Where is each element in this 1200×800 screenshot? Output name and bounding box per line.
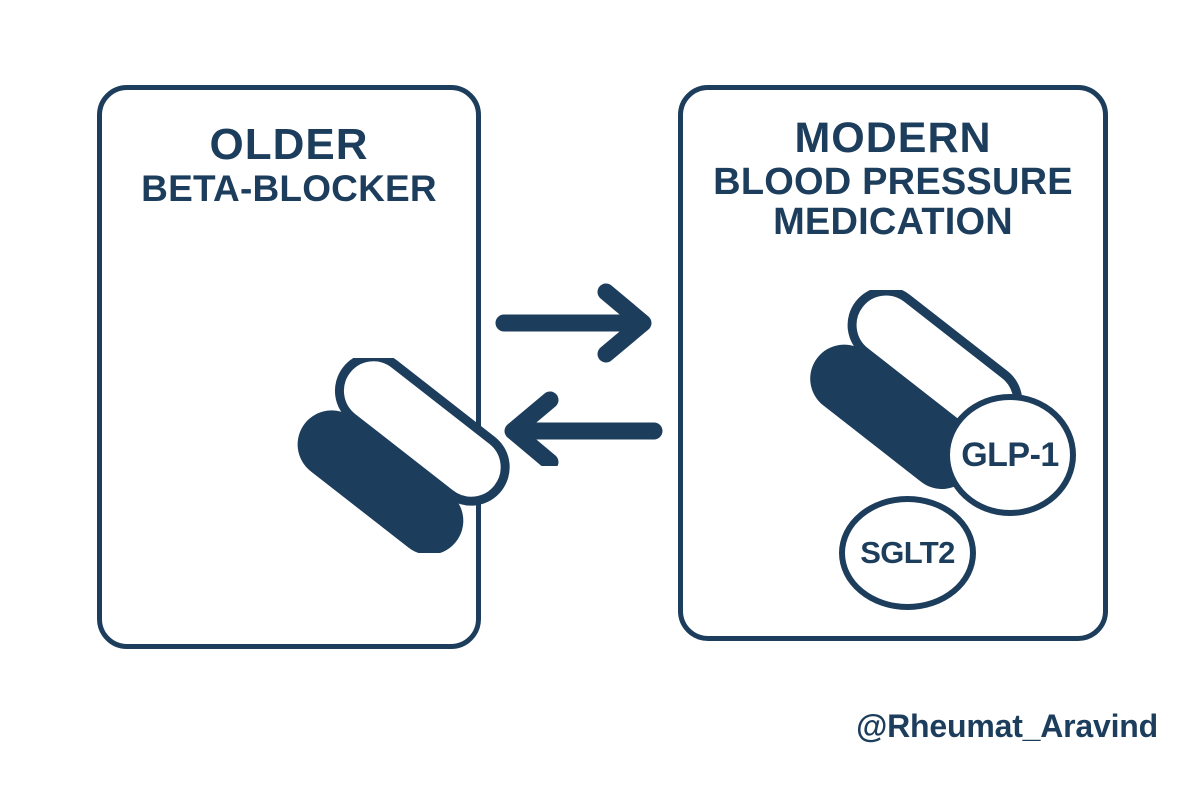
card-older-title-line-2: BETA-BLOCKER: [141, 167, 437, 209]
card-modern-title-line-1: MODERN: [794, 114, 992, 162]
sglt2-badge: SGLT2: [839, 496, 976, 610]
glp1-badge: GLP-1: [944, 394, 1076, 516]
capsule-pill-icon: [292, 358, 512, 553]
card-older-title-line-1: OLDER: [209, 120, 369, 169]
author-watermark: @Rheumat_Aravind: [856, 708, 1158, 744]
arrow-left-icon: [504, 391, 663, 466]
card-modern-title-line-2: BLOOD PRESSURE: [713, 160, 1073, 203]
glp1-badge-label: GLP-1: [961, 435, 1059, 474]
bidirectional-arrows: [488, 276, 668, 466]
card-modern-title: MODERN BLOOD PRESSURE MEDICATION: [683, 114, 1103, 243]
card-modern-title-line-3: MEDICATION: [773, 200, 1013, 243]
card-older-title: OLDER BETA-BLOCKER: [102, 120, 476, 209]
sglt2-badge-label: SGLT2: [860, 535, 955, 570]
card-modern-bp-medication: MODERN BLOOD PRESSURE MEDICATION: [678, 85, 1108, 641]
arrow-right-icon: [495, 283, 652, 363]
card-older-beta-blocker: OLDER BETA-BLOCKER: [97, 85, 510, 649]
